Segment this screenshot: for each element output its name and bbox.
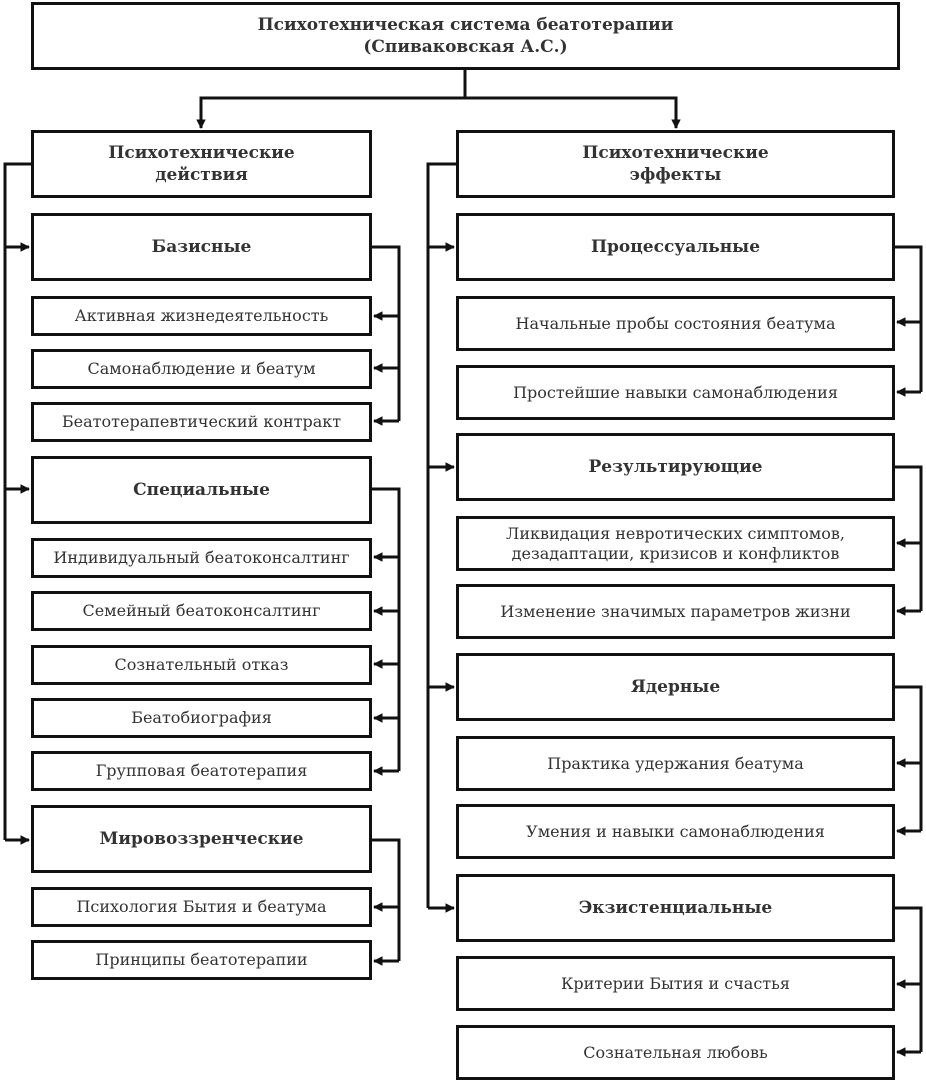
group-label: Ядерные (630, 677, 721, 697)
right-group-process: Процессуальные (456, 213, 895, 281)
right-header-line-2: эффекты (629, 165, 722, 185)
item-label-line-2: дезадаптации, кризисов и конфликтов (511, 543, 840, 563)
bracket-core (894, 685, 923, 831)
bracket-special (371, 487, 401, 771)
group-label: Результирующие (588, 457, 763, 477)
item-label: Психология Бытия и беатума (76, 897, 327, 916)
item-label: Принципы беатотерапии (95, 950, 308, 969)
item-label: Беатотерапевтический контракт (61, 412, 342, 431)
item-label: Начальные пробы состояния беатума (515, 313, 836, 333)
right-item-existential-1: Критерии Бытия и счастья (456, 956, 895, 1011)
left-item-special-1: Индивидуальный беатоконсалтинг (31, 538, 372, 578)
left-header-box: Психотехнические действия (31, 130, 372, 198)
bracket-basic (371, 245, 401, 421)
left-header-line-2: действия (155, 165, 248, 185)
item-label: Практика удержания беатума (547, 753, 804, 773)
connector-title-left (196, 70, 467, 129)
connector-title-right (465, 96, 681, 129)
right-item-result-2: Изменение значимых параметров жизни (456, 584, 895, 639)
item-label: Групповая беатотерапия (95, 761, 308, 780)
group-label: Мировоззренческие (99, 829, 304, 849)
group-label: Специальные (133, 480, 270, 500)
right-spine (426, 162, 456, 908)
right-header-box: Психотехнические эффекты (456, 130, 895, 198)
title-line-1: Психотехническая система беатотерапии (257, 15, 674, 35)
left-item-worldview-2: Принципы беатотерапии (31, 940, 372, 980)
left-spine (3, 162, 31, 840)
group-label: Процессуальные (590, 237, 761, 257)
item-label: Умения и навыки самонаблюдения (526, 821, 825, 841)
left-item-worldview-1: Психология Бытия и беатума (31, 887, 372, 927)
item-label: Самонаблюдение и беатум (87, 359, 316, 378)
bracket-result (894, 465, 923, 611)
right-group-core: Ядерные (456, 653, 895, 721)
left-item-basic-2: Самонаблюдение и беатум (31, 349, 372, 389)
bracket-existential (894, 906, 923, 1052)
item-label: Активная жизнедеятельность (74, 306, 329, 325)
left-item-basic-3: Беатотерапевтический контракт (31, 402, 372, 442)
item-label-line-1: Ликвидация невротических симптомов, (506, 523, 845, 543)
item-label: Критерии Бытия и счастья (561, 973, 790, 993)
item-label: Сознательный отказ (114, 655, 289, 674)
left-group-special: Специальные (31, 456, 372, 524)
left-item-special-5: Групповая беатотерапия (31, 751, 372, 791)
left-item-special-3: Сознательный отказ (31, 645, 372, 685)
group-label: Экзистенциальные (578, 898, 773, 918)
bracket-process (894, 245, 923, 392)
right-header-line-1: Психотехнические (582, 143, 769, 163)
right-item-existential-2: Сознательная любовь (456, 1025, 895, 1080)
right-item-core-1: Практика удержания беатума (456, 736, 895, 791)
left-item-special-4: Беатобиография (31, 698, 372, 738)
right-group-result: Результирующие (456, 433, 895, 501)
left-item-special-2: Семейный беатоконсалтинг (31, 591, 372, 631)
left-group-worldview: Мировоззренческие (31, 805, 372, 873)
bracket-worldview (371, 838, 401, 961)
group-label: Базисные (151, 237, 252, 257)
right-item-process-1: Начальные пробы состояния беатума (456, 296, 895, 351)
right-item-result-1: Ликвидация невротических симптомов, деза… (456, 516, 895, 571)
left-item-basic-1: Активная жизнедеятельность (31, 296, 372, 336)
right-item-process-2: Простейшие навыки самонаблюдения (456, 365, 895, 420)
item-label: Беатобиография (131, 708, 272, 727)
item-label: Простейшие навыки самонаблюдения (513, 382, 838, 402)
diagram-title-box: Психотехническая система беатотерапии (С… (31, 2, 900, 70)
title-line-2: (Спиваковская А.С.) (363, 37, 568, 57)
item-label: Изменение значимых параметров жизни (500, 601, 851, 621)
item-label: Семейный беатоконсалтинг (82, 601, 321, 620)
item-label: Сознательная любовь (583, 1042, 768, 1062)
left-header-line-1: Психотехнические (108, 143, 295, 163)
item-label: Индивидуальный беатоконсалтинг (53, 548, 350, 567)
left-group-basic: Базисные (31, 213, 372, 281)
right-group-existential: Экзистенциальные (456, 874, 895, 942)
right-item-core-2: Умения и навыки самонаблюдения (456, 804, 895, 859)
